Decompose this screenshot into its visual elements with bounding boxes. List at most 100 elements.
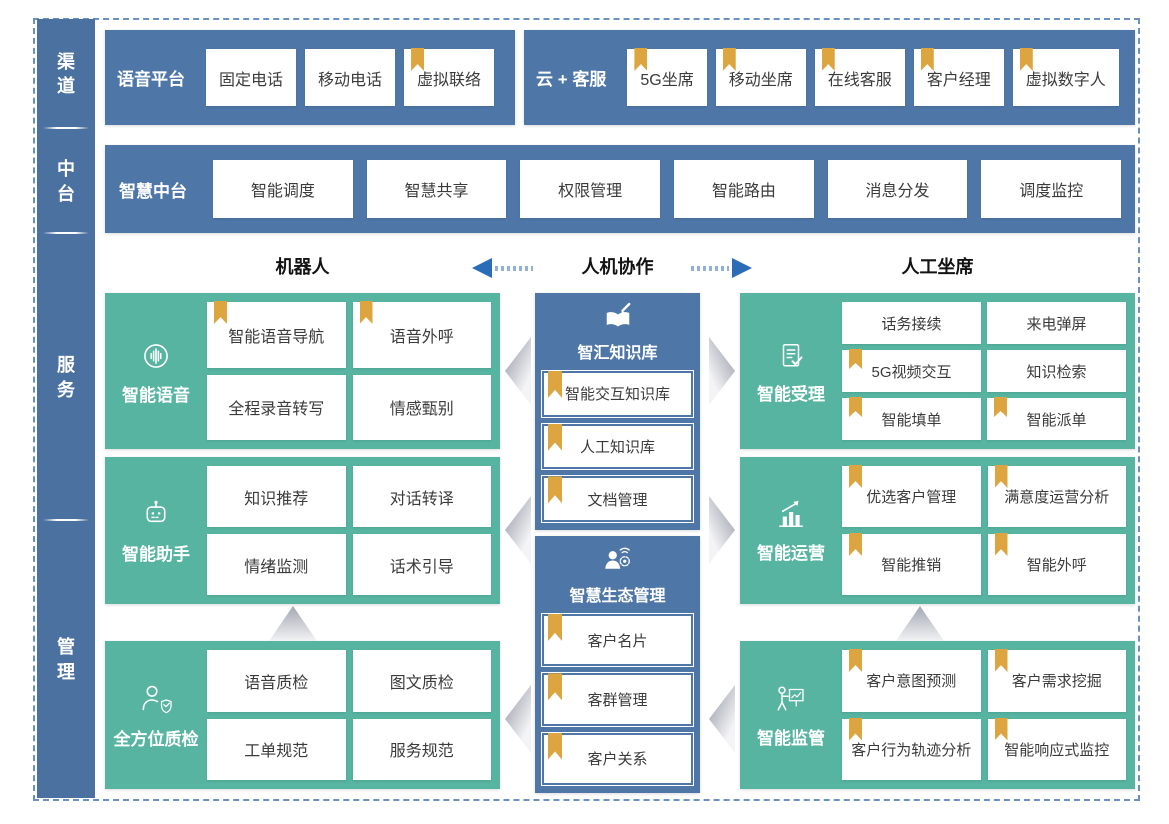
bookmark-icon [548,732,562,760]
bookmark-icon [849,349,862,369]
bookmark-icon [548,476,562,504]
bookmark-icon [849,533,862,556]
bookmark-icon [849,465,862,488]
block-side: 智能受理 [740,293,842,449]
feature-label: 固定电话 [219,71,284,89]
voice-platform-items: 固定电话 移动电话 虚拟联络 [206,48,503,106]
smart-voice-items: 智能语音导航 语音外呼 全程录音转写 情感甄别 [207,293,500,449]
feature-box: 图文质检 [352,650,491,712]
sidebar-layer-section: 管理 [37,521,95,798]
block-title: 智能受理 [757,384,825,404]
block-smart-assistant: 智能助手 知识推荐 对话转译 情绪监测 话术引导 [105,457,531,604]
cloud-service-items: 5G坐席 移动坐席 在线客服 客户经理 虚拟数字人 [627,48,1123,106]
feature-box: 智能交互知识库 [541,370,694,418]
block-title: 智能运营 [757,544,825,563]
feature-label: 知识推荐 [244,490,309,508]
feature-box: 全程录音转写 [207,374,346,440]
feature-box: 智能响应式监控 [987,717,1126,780]
block-smart-operations: 智能运营 优选客户管理 满意度运营分析 智能推销 智能外呼 [709,457,1135,604]
intake-icon [782,343,803,366]
feature-label: 服务规范 [389,743,454,761]
feature-label: 智能派单 [1026,411,1087,429]
feature-label: 客群管理 [587,691,648,709]
feature-label: 5G坐席 [640,71,694,89]
feature-box: 优选客户管理 [842,465,981,527]
feature-box: 知识检索 [987,350,1126,392]
bookmark-icon [722,48,736,71]
middle-platform-items: 智能调度 智慧共享 权限管理 智能路由 消息分发 调度监控 [213,160,1122,218]
feature-box: 移动电话 [305,49,396,106]
feature-label: 优选客户管理 [866,489,957,506]
block-smart-voice: 智能语音 智能语音导航 语音外呼 全程录音转写 情感甄别 [105,293,531,449]
feature-label: 智能外呼 [1026,557,1087,574]
feature-box: 智能语音导航 [207,301,346,368]
feature-label: 工单规范 [244,743,309,761]
bookmark-icon [994,649,1008,672]
block-head: 智慧生态管理 [535,536,700,612]
feature-box: 智能填单 [842,397,981,440]
feature-label: 语音质检 [244,674,309,692]
block-title: 语音平台 [117,70,185,89]
feature-label: 文档管理 [587,491,648,509]
feature-box: 权限管理 [520,160,661,218]
feature-label: 移动电话 [318,71,383,89]
feature-label: 虚拟数字人 [1025,71,1106,89]
knowledge-icon [606,302,630,327]
knowledge-base-items: 智能交互知识库 人工知识库 文档管理 [535,369,700,530]
block-side: 智能助手 [105,457,207,604]
feature-label: 语音外呼 [389,328,454,346]
feature-box: 消息分发 [827,160,968,218]
feature-label: 对话转译 [389,490,454,508]
block-quality-inspection: 全方位质检 语音质检 图文质检 工单规范 服务规范 [105,641,531,789]
arrow-left-icon [472,258,536,278]
chart-icon [779,500,803,527]
feature-label: 话务接续 [881,315,942,333]
feature-box: 5G坐席 [627,48,707,106]
feature-box: 知识推荐 [207,466,346,527]
bookmark-icon [634,48,648,71]
supervision-icon [777,686,804,710]
block-title: 智能监管 [757,728,825,748]
feature-box: 情绪监测 [207,534,346,595]
bookmark-icon [849,397,862,417]
feature-label: 满意度运营分析 [1004,489,1110,506]
feature-box: 智能外呼 [987,533,1126,595]
bookmark-icon [849,717,862,741]
arrow-head [732,258,752,278]
block-side: 智能语音 [105,293,207,449]
feature-label: 情绪监测 [244,558,309,576]
block-side: 智能监管 [740,641,842,789]
bookmark-icon [994,397,1007,417]
feature-label: 权限管理 [558,183,623,200]
feature-box: 客户关系 [541,731,694,786]
block-smart-middle-platform: 智慧中台 智能调度 智慧共享 权限管理 智能路由 消息分发 [105,145,1135,233]
layer-sidebar: 渠道 中台 服务 管理 [37,19,95,798]
feature-box: 人工知识库 [541,422,694,471]
feature-label: 调度监控 [1019,183,1084,200]
feature-label: 客户经理 [926,71,991,89]
feature-box: 来电弹屏 [987,302,1126,344]
feature-box: 客户经理 [913,48,1004,106]
feature-box: 语音外呼 [352,301,491,368]
feature-label: 情感甄别 [389,401,454,419]
sidebar-layer-label: 管理 [57,637,75,682]
feature-label: 虚拟联络 [417,71,482,89]
bookmark-icon [1019,48,1033,71]
block-title: 智汇知识库 [577,345,658,362]
feature-box: 在线客服 [814,48,905,106]
feature-box: 情感甄别 [352,374,491,440]
feature-label: 智慧共享 [404,183,469,200]
collab-header-human-agent: 人工坐席 [901,257,974,277]
feature-box: 客户名片 [541,612,694,668]
block-ecosystem-management: 智慧生态管理 客户名片 客群管理 客户关系 [535,536,700,793]
ecosystem-icon [604,547,630,569]
feature-box: 虚拟联络 [404,48,495,106]
arrow-dashes [495,265,533,271]
feature-box: 智能调度 [213,160,353,218]
block-side: 智能运营 [740,457,842,604]
feature-label: 智能语音导航 [228,328,325,346]
sidebar-layer-label: 服务 [57,355,75,400]
feature-box: 固定电话 [206,49,297,106]
bookmark-icon [994,533,1008,556]
